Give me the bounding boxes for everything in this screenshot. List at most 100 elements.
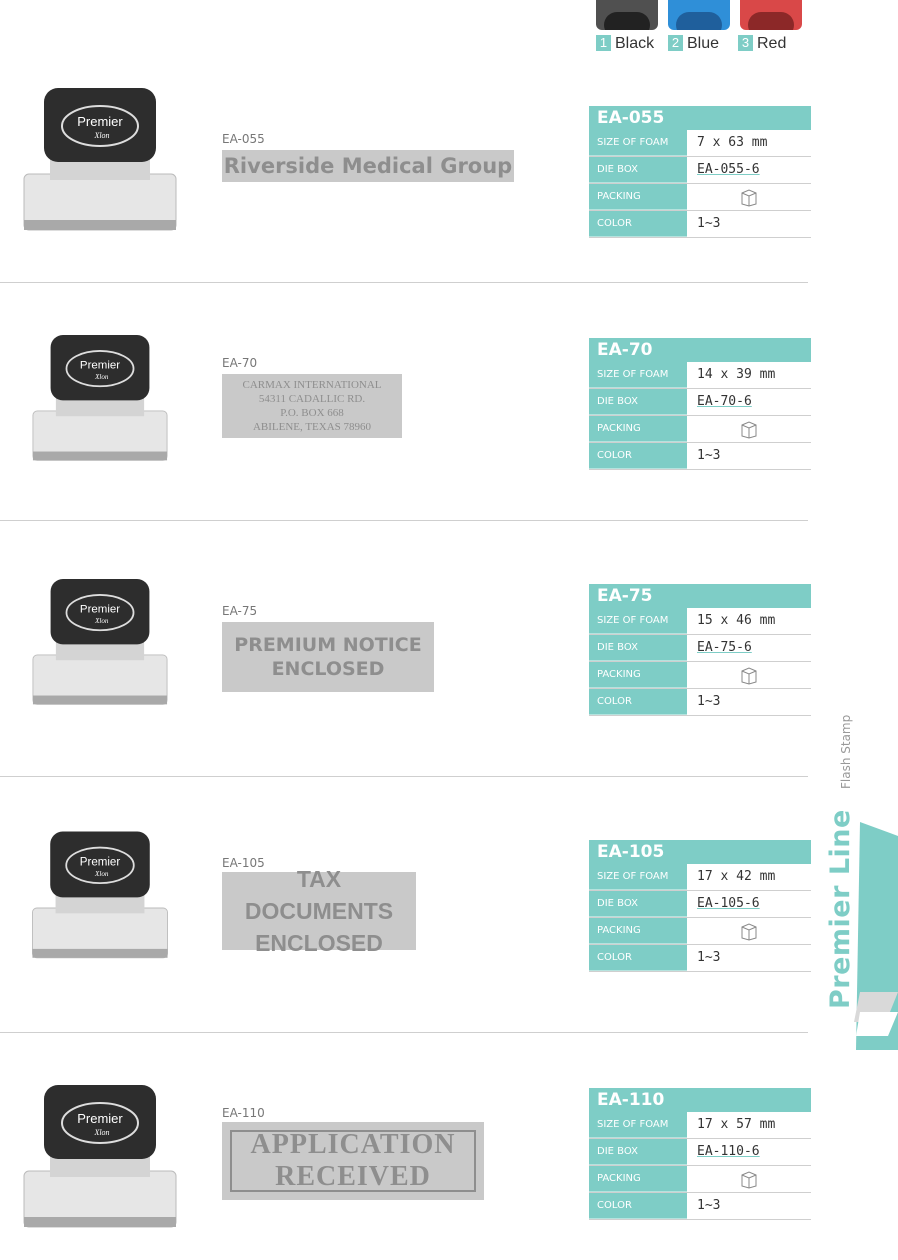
spec-value: 17 x 42 mm (697, 869, 776, 884)
spec-label: SIZE OF FOAM (589, 608, 687, 634)
spec-value: EA-70-6 (697, 394, 752, 409)
blue-stamp-swatch (668, 0, 730, 30)
spec-packing-row: PACKING (589, 662, 811, 689)
stamp-product-image: Premier Xlon (20, 572, 180, 722)
spec-value: 17 x 57 mm (697, 1117, 776, 1132)
sample-line: ABILENE, TEXAS 78960 (252, 421, 372, 433)
black-stamp-swatch (596, 0, 658, 30)
spec-label: PACKING (589, 184, 687, 210)
spec-packing-row: PACKING (589, 1166, 811, 1193)
spec-color-row: COLOR 1~3 (589, 689, 811, 716)
spec-value: 1~3 (697, 1198, 721, 1213)
spec-size-row: SIZE OF FOAM 7 x 63 mm (589, 130, 811, 157)
spec-label: SIZE OF FOAM (589, 1112, 687, 1138)
row-divider (0, 520, 808, 521)
sample-line: P.O. BOX 668 (280, 407, 344, 419)
sample-line: PREMIUM NOTICE (234, 634, 422, 656)
spec-label: COLOR (589, 443, 687, 469)
stamp-product-image: Premier Xlon (20, 328, 180, 478)
sample-line: Riverside Medical Group (223, 154, 513, 178)
box-icon (687, 918, 811, 944)
spec-label: DIE BOX (589, 157, 687, 183)
spec-value: 1~3 (697, 216, 721, 231)
stamp-brand-sub-text: Xlon (94, 373, 109, 381)
model-code: EA-75 (222, 604, 258, 618)
sample-line: ENCLOSED (271, 658, 385, 680)
stamp-brand-sub-text: Xlon (93, 1128, 109, 1137)
spec-table-title: EA-105 (589, 840, 811, 864)
spec-label: COLOR (589, 689, 687, 715)
spec-value: 1~3 (697, 694, 721, 709)
model-code: EA-110 (222, 1106, 265, 1120)
spec-packing-row: PACKING (589, 918, 811, 945)
spec-value: EA-105-6 (697, 896, 760, 911)
spec-value: 14 x 39 mm (697, 367, 776, 382)
spec-label: PACKING (589, 416, 687, 442)
brand-title: Premier Line (825, 809, 856, 1009)
spec-die-box-row: DIE BOX EA-70-6 (589, 389, 811, 416)
spec-packing-row: PACKING (589, 416, 811, 443)
row-divider (0, 776, 808, 777)
box-icon (687, 416, 811, 442)
spec-die-box-row: DIE BOX EA-110-6 (589, 1139, 811, 1166)
spec-label: SIZE OF FOAM (589, 130, 687, 156)
spec-value: EA-110-6 (697, 1144, 760, 1159)
stamp-brand-sub-text: Xlon (93, 131, 109, 140)
spec-label: PACKING (589, 1166, 687, 1192)
stamp-brand-text: Premier (80, 360, 120, 372)
model-code: EA-055 (222, 132, 265, 146)
box-icon (687, 184, 811, 210)
model-code: EA-105 (222, 856, 265, 870)
spec-color-row: COLOR 1~3 (589, 1193, 811, 1220)
stamp-product-image: Premier Xlon (20, 822, 180, 978)
row-divider (0, 1032, 808, 1033)
spec-value: 1~3 (697, 448, 721, 463)
spec-label: PACKING (589, 662, 687, 688)
box-icon (687, 1166, 811, 1192)
brand-tab-graphic (854, 822, 898, 1050)
spec-value: 1~3 (697, 950, 721, 965)
sample-line: ENCLOSED (255, 930, 383, 956)
spec-size-row: SIZE OF FOAM 15 x 46 mm (589, 608, 811, 635)
box-icon (687, 662, 811, 688)
spec-label: DIE BOX (589, 389, 687, 415)
row-divider (0, 282, 808, 283)
spec-size-row: SIZE OF FOAM 14 x 39 mm (589, 362, 811, 389)
spec-label: SIZE OF FOAM (589, 362, 687, 388)
sample-line: CARMAX INTERNATIONAL (242, 379, 382, 391)
stamp-sample-impression: Riverside Medical Group (222, 150, 514, 182)
spec-packing-row: PACKING (589, 184, 811, 211)
sample-line: RECEIVED (275, 1161, 431, 1192)
spec-table-title: EA-055 (589, 106, 811, 130)
spec-color-row: COLOR 1~3 (589, 443, 811, 470)
spec-label: DIE BOX (589, 635, 687, 661)
sample-line: APPLICATION (250, 1129, 456, 1160)
spec-label: COLOR (589, 1193, 687, 1219)
spec-label: PACKING (589, 918, 687, 944)
side-caption: Flash Stamp (839, 714, 853, 789)
spec-table-title: EA-110 (589, 1088, 811, 1112)
stamp-product-image: Premier Xlon (10, 80, 190, 250)
stamp-brand-text: Premier (80, 856, 121, 868)
spec-value: 15 x 46 mm (697, 613, 776, 628)
spec-label: DIE BOX (589, 1139, 687, 1165)
spec-value: 7 x 63 mm (697, 135, 768, 150)
stamp-product-image: Premier Xlon (10, 1072, 190, 1252)
